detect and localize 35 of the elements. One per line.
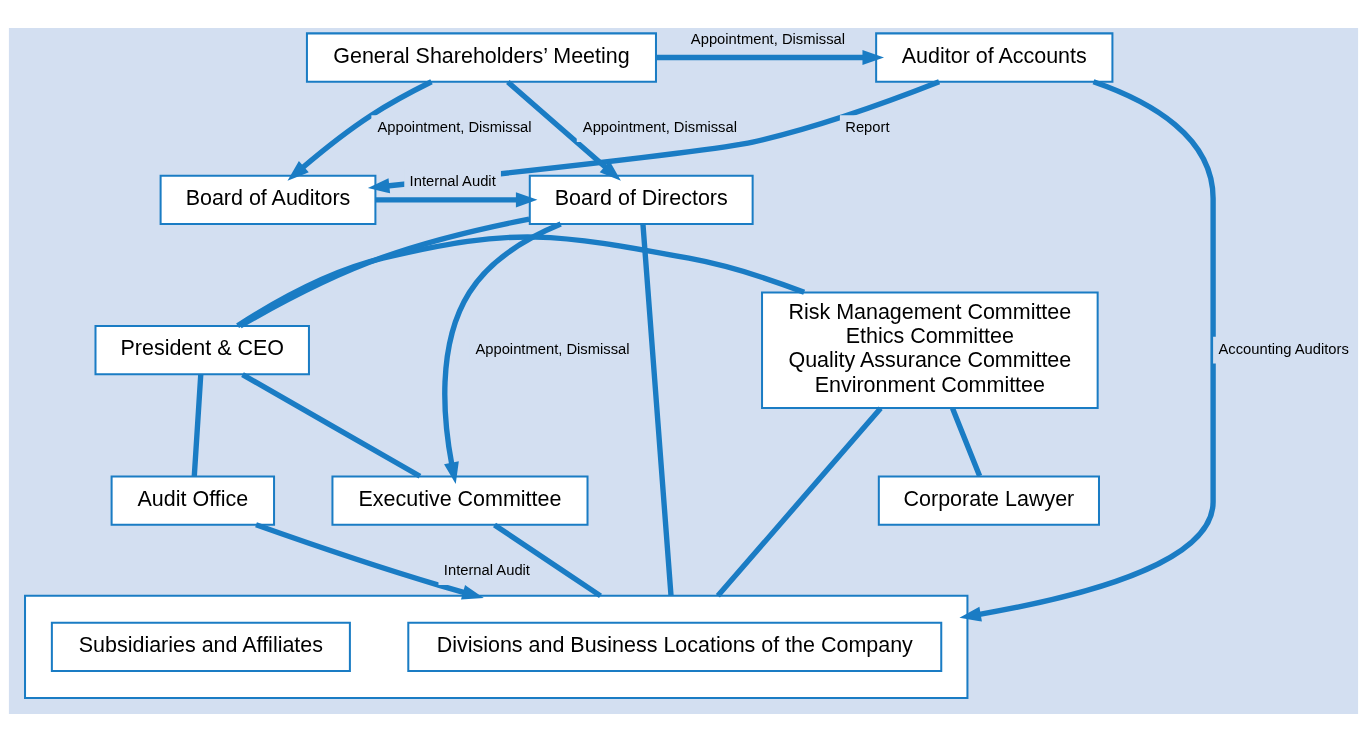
edge-label: Appointment, Dismissal xyxy=(377,118,532,135)
arrow xyxy=(255,521,484,599)
connector xyxy=(950,406,983,477)
connector xyxy=(238,215,530,328)
node-box: General Shareholders’ Meeting xyxy=(305,31,657,83)
edge-label: Report xyxy=(845,118,890,135)
arrow xyxy=(959,78,1216,622)
node-box: Board of Directors xyxy=(528,174,754,225)
node-box: Subsidiaries and Affiliates xyxy=(50,621,351,672)
arrow xyxy=(287,78,433,181)
node-box: Auditor of Accounts xyxy=(875,31,1114,83)
node-box: Corporate Lawyer xyxy=(877,474,1100,526)
arrow xyxy=(375,191,538,207)
arrow xyxy=(442,221,562,484)
arrow xyxy=(506,79,621,181)
node-box: President & CEO xyxy=(94,324,310,375)
node-box: Risk Management Committee Ethics Committee Quality Assurance Committee Environment Committee xyxy=(761,290,1099,409)
edge-label: Internal Audit xyxy=(409,172,496,189)
connector xyxy=(241,371,422,479)
node-box: Board of Auditors xyxy=(159,174,377,225)
edge-label: Accounting Auditors xyxy=(1218,340,1349,357)
node-box: Audit Office xyxy=(110,474,276,526)
connector xyxy=(236,233,806,328)
arrow xyxy=(656,49,885,65)
connector xyxy=(191,373,204,476)
connector xyxy=(493,522,602,598)
edge-label: Appointment, Dismissal xyxy=(690,30,846,47)
connector xyxy=(640,223,674,596)
edge-label: Internal Audit xyxy=(443,561,530,578)
edge-label: Appointment, Dismissal xyxy=(582,118,737,135)
connector xyxy=(715,405,883,598)
node-box: Executive Committee xyxy=(331,474,589,526)
edge-label: Appointment, Dismissal xyxy=(475,340,630,357)
node-box: Divisions and Business Locations of the Company xyxy=(407,621,943,672)
cluster xyxy=(24,594,969,699)
